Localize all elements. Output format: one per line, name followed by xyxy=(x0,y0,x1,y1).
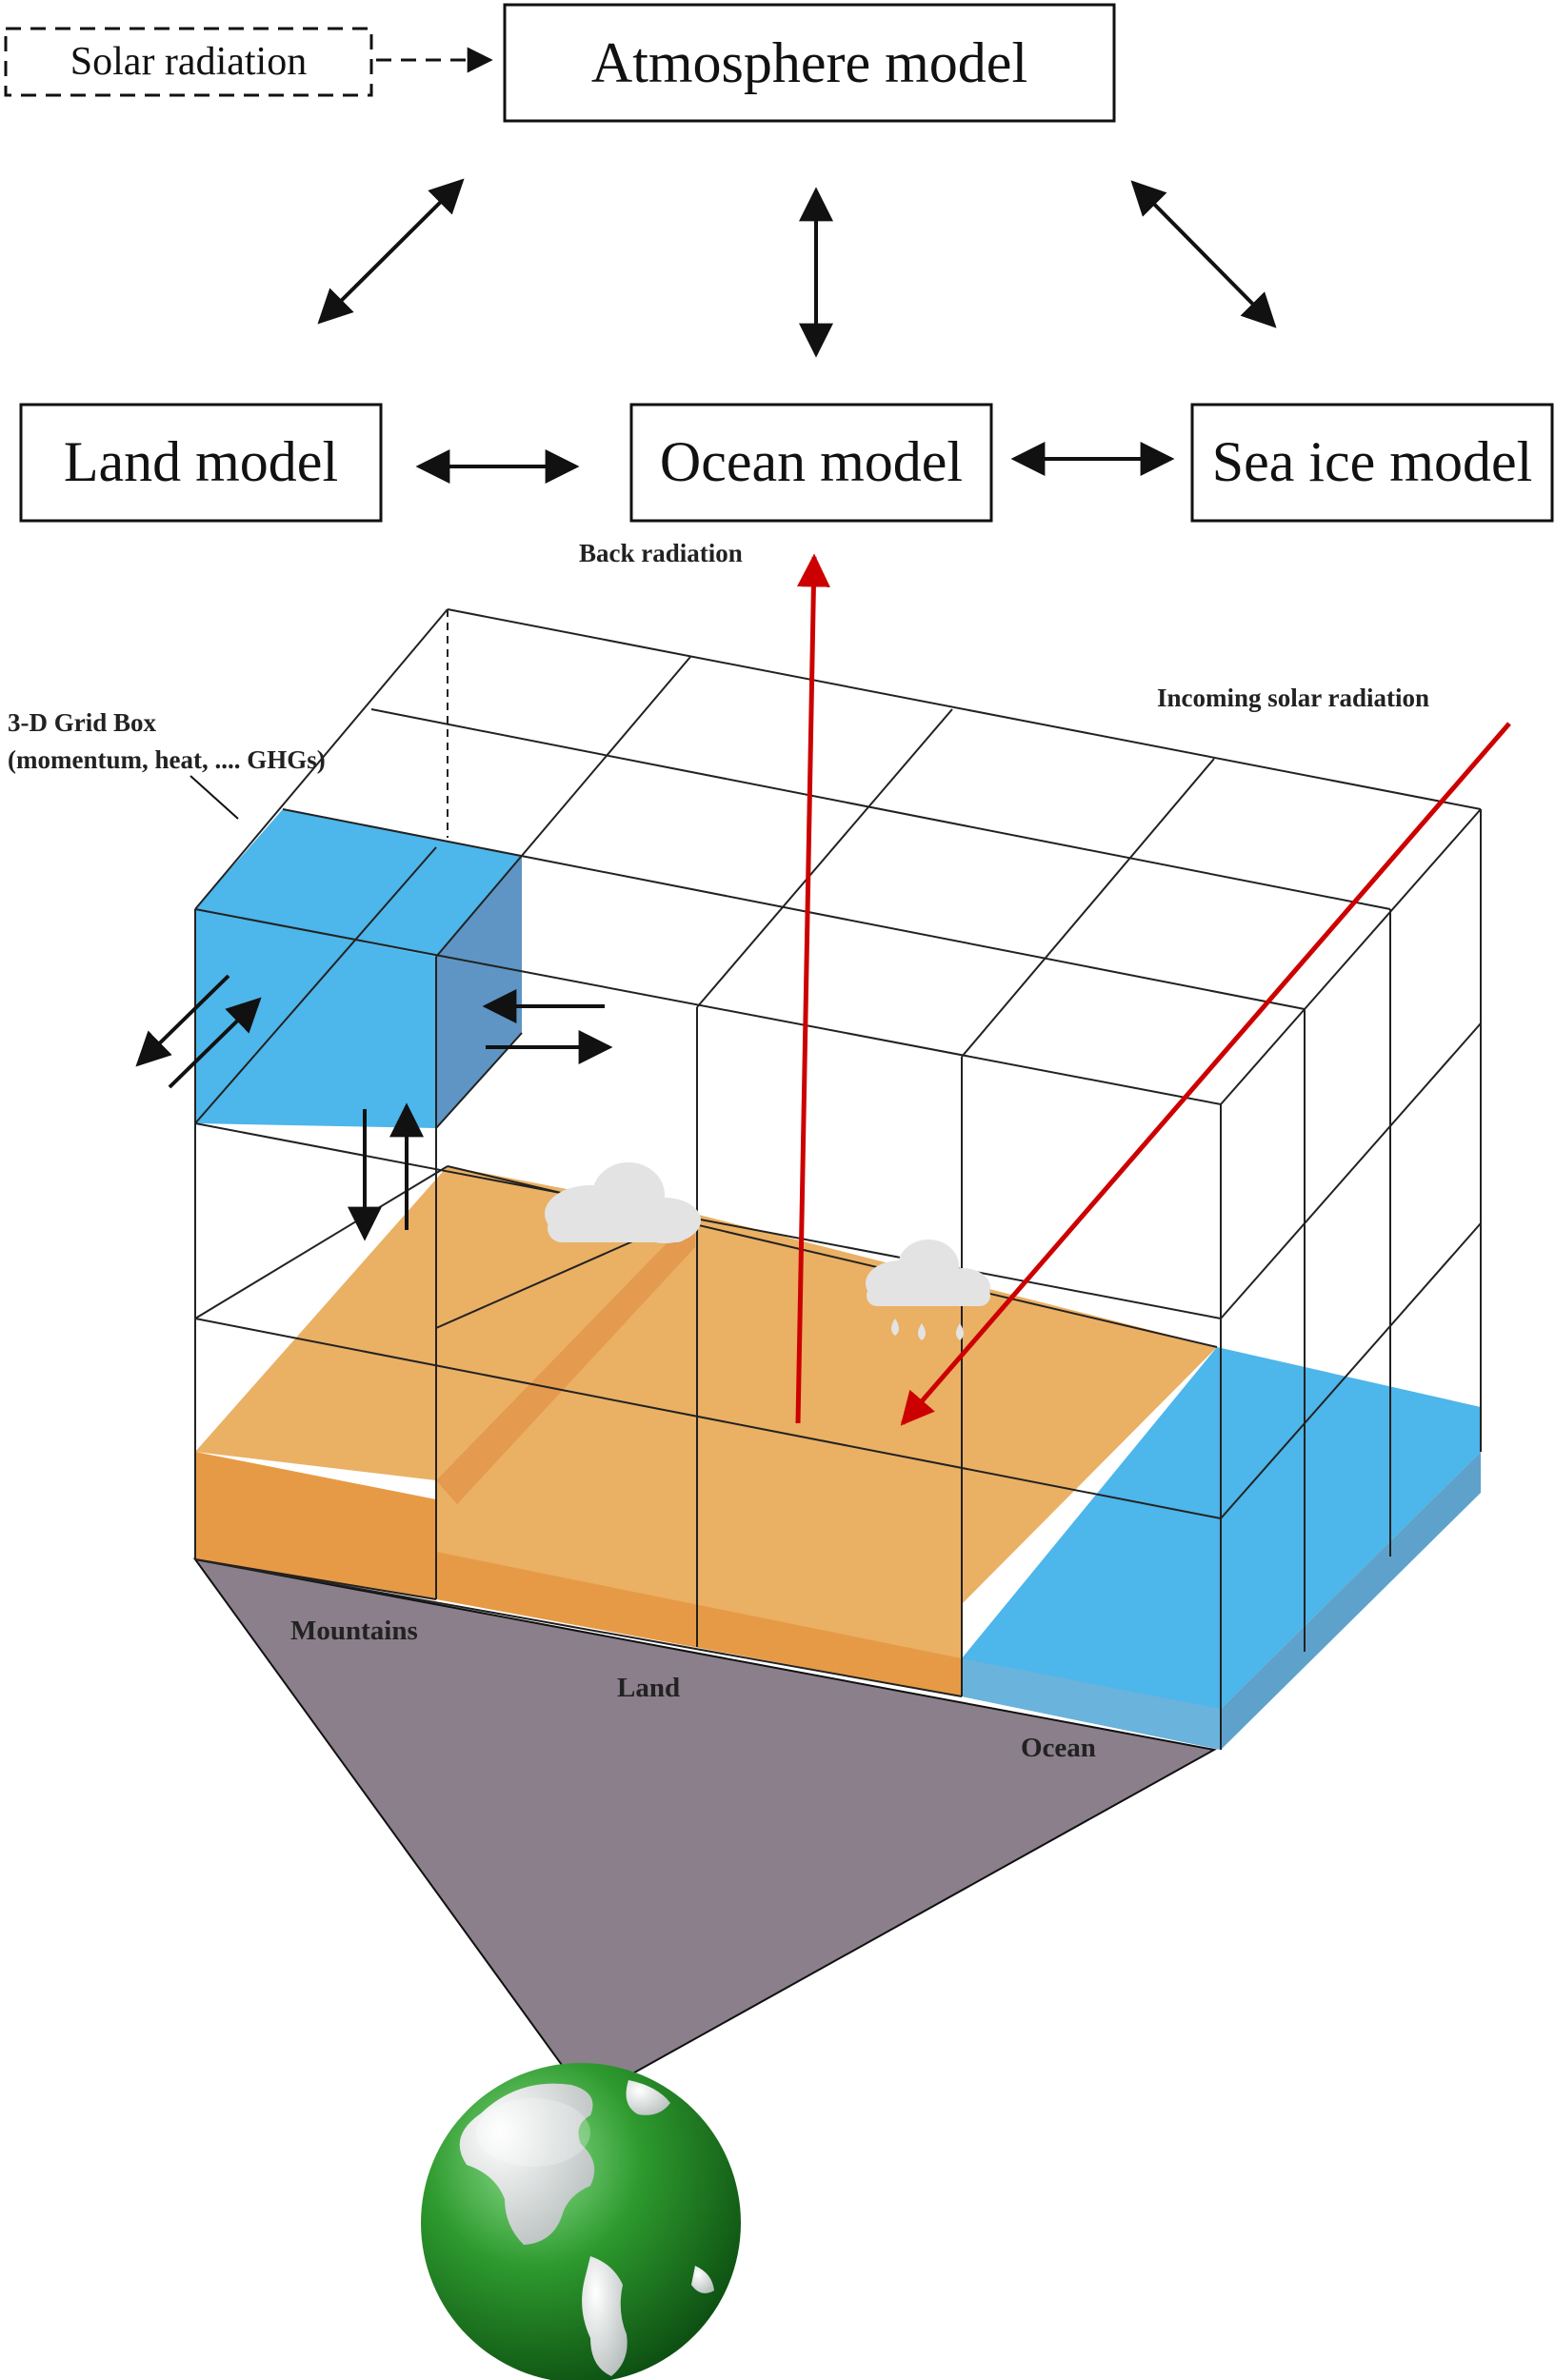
solar-radiation-box: Solar radiation xyxy=(4,27,373,97)
ground-projection xyxy=(192,1557,1217,2101)
land-label: Land xyxy=(617,1673,680,1703)
incoming-solar-label: Incoming solar radiation xyxy=(1157,684,1429,712)
grid-box-label-line2: (momentum, heat, .... GHGs) xyxy=(8,745,326,774)
grid-wireframe xyxy=(194,608,1482,1750)
atmosphere-seaice-arrow xyxy=(1130,180,1277,328)
sea-ice-model-label: Sea ice model xyxy=(1212,430,1533,493)
back-radiation-arrow xyxy=(795,553,830,1424)
land-model-label: Land model xyxy=(64,430,338,493)
mountains-label: Mountains xyxy=(290,1616,418,1646)
grid-box-flux-arrows xyxy=(135,974,613,1241)
cloud-icon xyxy=(545,1162,701,1243)
ocean-model-label: Ocean model xyxy=(660,430,963,493)
atmosphere-model-box: Atmosphere model xyxy=(503,3,1116,123)
land-model-box: Land model xyxy=(19,403,383,523)
ocean-model-box: Ocean model xyxy=(629,403,993,523)
grid-box-label-line1: 3-D Grid Box xyxy=(8,708,157,737)
atmosphere-land-arrow xyxy=(317,178,465,325)
atmosphere-model-label: Atmosphere model xyxy=(591,31,1027,94)
ocean-label: Ocean xyxy=(1021,1733,1096,1763)
grid-box-pointer-line xyxy=(189,775,239,820)
solar-radiation-label: Solar radiation xyxy=(70,40,307,84)
earth-globe-icon xyxy=(421,2063,741,2380)
incoming-solar-arrow xyxy=(900,722,1511,1426)
sea-ice-model-box: Sea ice model xyxy=(1190,403,1554,523)
highlighted-grid-box xyxy=(195,809,522,1128)
back-radiation-label: Back radiation xyxy=(579,539,743,567)
rain-cloud-icon xyxy=(866,1240,990,1340)
